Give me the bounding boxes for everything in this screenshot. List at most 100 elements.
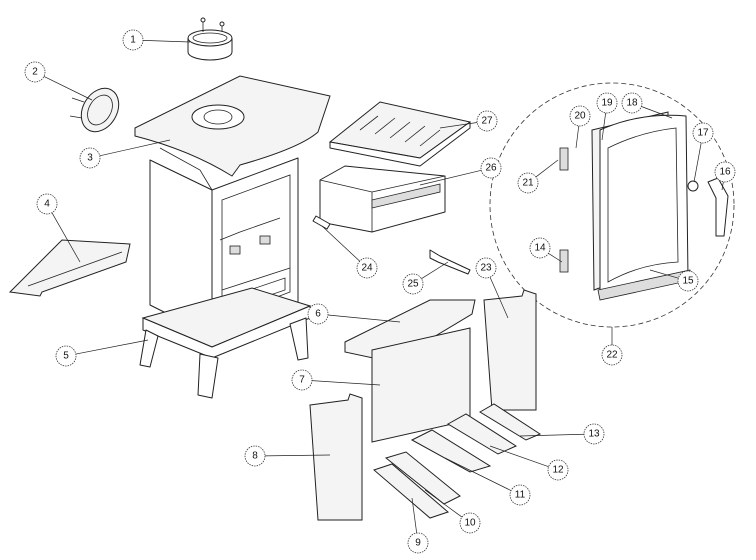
leader-line-1	[142, 40, 191, 43]
callout-26: 26	[480, 157, 502, 179]
part-brick-23	[483, 289, 537, 411]
callout-15: 15	[677, 270, 699, 292]
callout-20: 20	[569, 105, 591, 127]
callout-27: 27	[476, 110, 498, 132]
leader-line-4	[51, 212, 81, 263]
callout-label: 22	[606, 350, 618, 361]
callout-label: 16	[719, 167, 731, 178]
callout-label: 27	[481, 116, 493, 127]
callout-circle	[356, 257, 378, 279]
leader-line-13	[519, 433, 585, 437]
callout-circle	[307, 303, 329, 325]
leader-line-19	[601, 112, 607, 141]
part-brick-6	[344, 299, 476, 363]
leader-lines	[43, 40, 724, 534]
callout-19: 19	[596, 92, 618, 114]
callout-17: 17	[692, 122, 714, 144]
callout-label: 19	[601, 98, 613, 109]
callout-label: 11	[515, 490, 526, 501]
leader-line-26	[419, 169, 482, 186]
callout-16: 16	[714, 161, 736, 183]
part-brick-13	[479, 403, 542, 441]
part-top-plate	[134, 75, 331, 177]
callout-3: 3	[79, 147, 101, 169]
callout-label: 25	[407, 279, 419, 290]
callout-circle	[79, 147, 101, 169]
part-ash-pan	[319, 165, 446, 233]
callout-circle	[569, 105, 591, 127]
callout-circle	[475, 257, 497, 279]
callout-circle	[244, 445, 266, 467]
callout-4: 4	[36, 193, 58, 215]
parts	[8, 17, 735, 521]
callout-7: 7	[291, 369, 313, 391]
leader-line-16	[721, 181, 724, 191]
callout-circle	[677, 270, 699, 292]
part-riddling-tool	[429, 249, 471, 275]
callout-25: 25	[402, 273, 424, 295]
leader-line-23	[489, 277, 509, 319]
callout-circle	[291, 369, 313, 391]
callout-label: 2	[32, 67, 38, 78]
callout-9: 9	[407, 532, 429, 554]
callout-label: 14	[534, 243, 546, 254]
callout-6: 6	[307, 303, 329, 325]
leader-line-20	[575, 125, 580, 149]
callout-circle	[547, 459, 569, 481]
part-stove-body	[149, 147, 299, 337]
leader-line-27	[439, 122, 478, 129]
callout-circle	[24, 61, 46, 83]
callout-label: 12	[552, 465, 564, 476]
leader-line-8	[264, 454, 331, 457]
leader-line-3	[99, 139, 171, 157]
leader-line-2	[43, 76, 93, 101]
callout-circle	[621, 92, 643, 114]
callouts: 1234567891011121314151617181920212223242…	[24, 29, 736, 554]
leader-line-9	[411, 497, 418, 534]
callout-circle	[596, 92, 618, 114]
leader-line-14	[548, 253, 563, 263]
callout-circle	[714, 161, 736, 183]
callout-label: 26	[485, 163, 497, 174]
callout-2: 2	[24, 61, 46, 83]
part-flue-collar	[187, 17, 233, 61]
callout-circle	[36, 193, 58, 215]
leader-line-12	[489, 445, 549, 468]
part-grate	[328, 101, 472, 167]
part-bolt	[312, 215, 331, 230]
leader-line-10	[424, 489, 463, 518]
part-brick-12	[447, 413, 518, 455]
part-brick-8	[309, 393, 363, 521]
part-baffle	[8, 239, 131, 297]
callout-24: 24	[356, 257, 378, 279]
leader-line-5	[75, 339, 149, 355]
callout-label: 15	[682, 276, 694, 287]
part-brick-9	[373, 463, 449, 519]
callout-12: 12	[547, 459, 569, 481]
callout-label: 3	[87, 153, 93, 164]
callout-13: 13	[583, 423, 605, 445]
callout-circle	[122, 29, 144, 51]
leader-line-24	[321, 225, 360, 262]
callout-circle	[476, 110, 498, 132]
callout-label: 6	[315, 309, 321, 320]
callout-14: 14	[529, 237, 551, 259]
callout-label: 4	[44, 199, 50, 210]
callout-label: 24	[361, 263, 373, 274]
callout-circle	[459, 512, 481, 534]
callout-5: 5	[55, 345, 77, 367]
callout-label: 23	[480, 263, 492, 274]
leader-line-17	[693, 142, 702, 183]
leader-line-6	[327, 314, 401, 323]
callout-label: 5	[63, 351, 69, 362]
callout-11: 11	[509, 484, 531, 506]
callout-10: 10	[459, 512, 481, 534]
callout-23: 23	[475, 257, 497, 279]
callout-circle	[692, 122, 714, 144]
leader-line-11	[444, 457, 512, 491]
callout-22: 22	[601, 344, 623, 366]
callout-circle	[407, 532, 429, 554]
callout-label: 9	[415, 538, 421, 549]
part-blanking-plate	[69, 87, 120, 133]
